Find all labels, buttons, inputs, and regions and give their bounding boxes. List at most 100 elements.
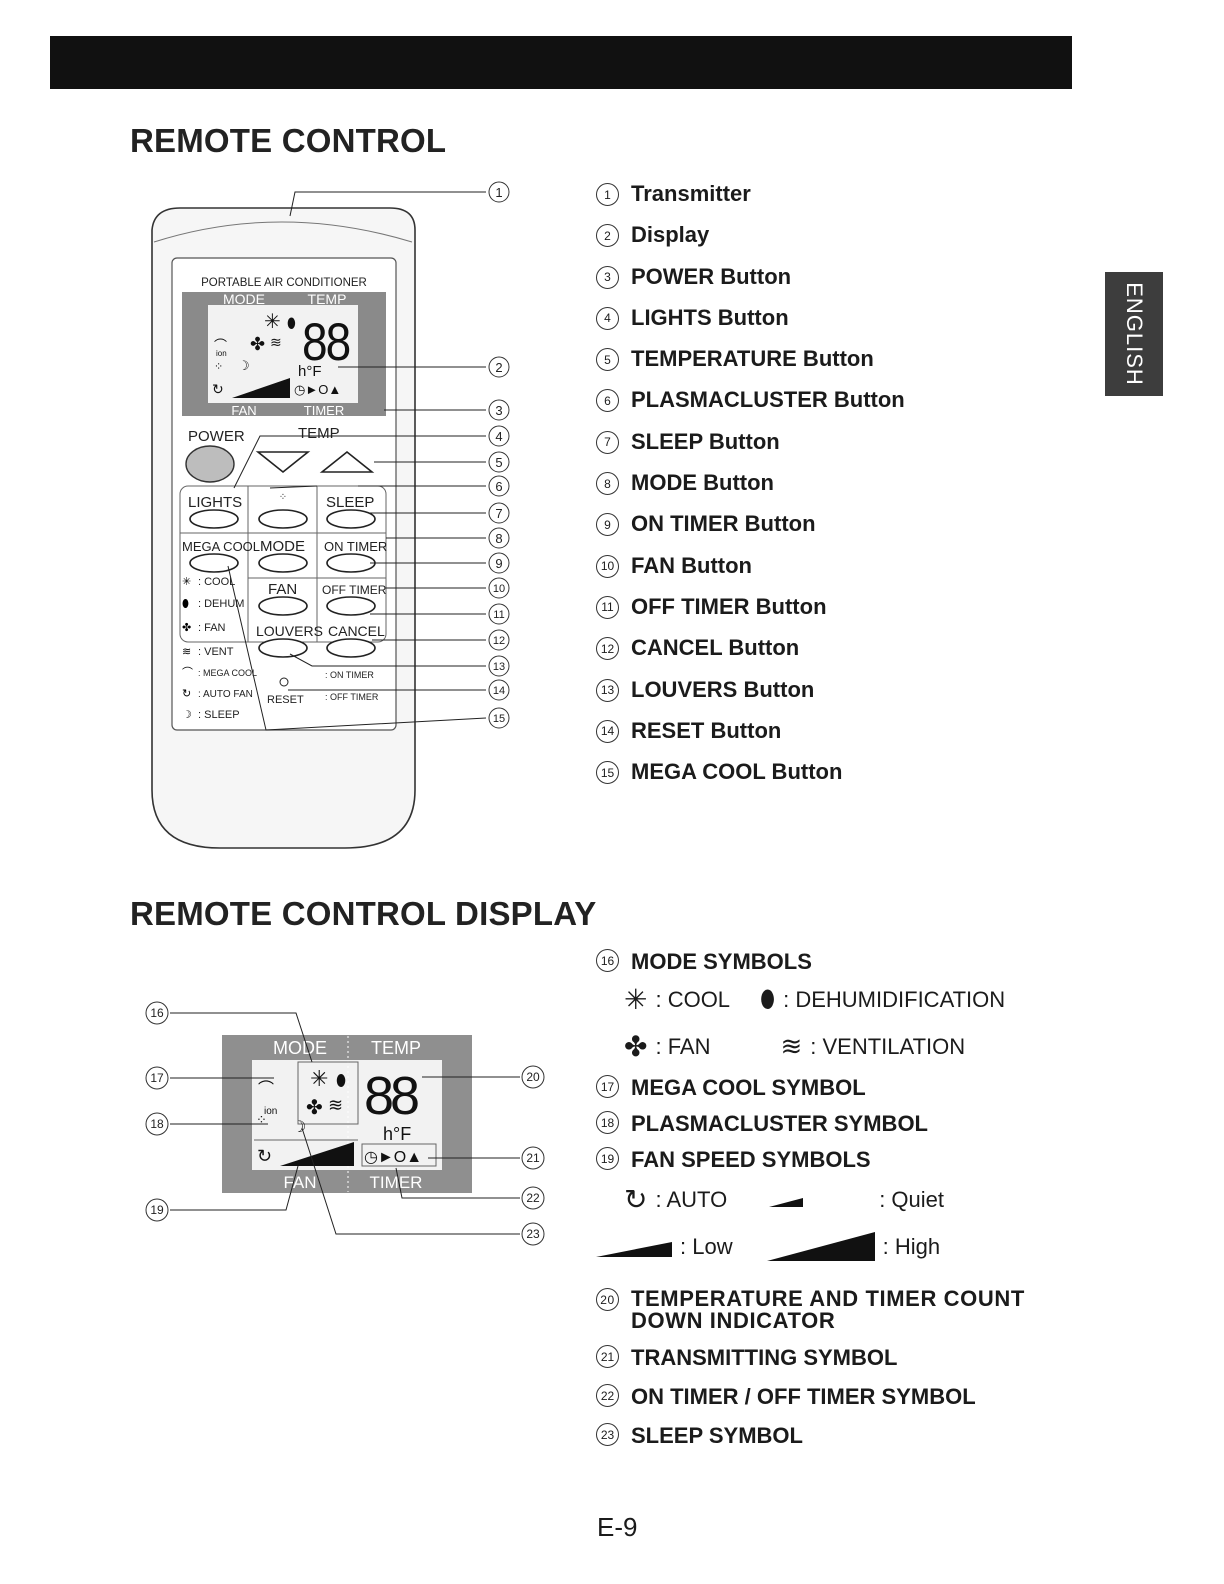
svg-text:: MEGA COOL: : MEGA COOL — [198, 668, 257, 678]
svg-text:88: 88 — [364, 1066, 418, 1126]
svg-text:14: 14 — [493, 685, 505, 697]
svg-text:21: 21 — [526, 1151, 540, 1165]
svg-text:⌒: ⌒ — [214, 338, 227, 353]
snowflake-icon: ✳ — [624, 984, 648, 1015]
cancel-button — [326, 638, 376, 658]
svg-text:h°F: h°F — [383, 1124, 411, 1144]
svg-text:☽: ☽ — [182, 709, 192, 721]
svg-text:⬮: ⬮ — [287, 315, 296, 331]
svg-text:☽: ☽ — [238, 358, 250, 373]
temp-down-button — [255, 451, 311, 474]
svg-text:↻: ↻ — [212, 381, 224, 397]
svg-text:⌒: ⌒ — [258, 1080, 274, 1098]
svg-text:: DEHUM: : DEHUM — [198, 598, 244, 610]
svg-text:: AUTO FAN: : AUTO FAN — [198, 689, 253, 700]
svg-text:3: 3 — [495, 403, 502, 418]
svg-text:4: 4 — [495, 429, 502, 444]
svg-text:↻: ↻ — [257, 1146, 272, 1166]
svg-text:ion: ion — [216, 349, 227, 358]
svg-text:10: 10 — [493, 583, 505, 595]
droplet-icon: ⬮ — [760, 985, 776, 1013]
svg-text:✳: ✳ — [264, 311, 281, 333]
svg-text:TIMER: TIMER — [304, 403, 344, 418]
quiet-speed-icon — [769, 1197, 804, 1207]
svg-text:MEGA COOL: MEGA COOL — [182, 539, 260, 554]
svg-text:15: 15 — [493, 713, 505, 725]
page-number: E-9 — [597, 1512, 638, 1542]
sleep-button — [326, 509, 376, 529]
svg-text:ion: ion — [264, 1106, 277, 1117]
svg-text:2: 2 — [495, 360, 502, 375]
svg-text:11: 11 — [493, 609, 504, 621]
fan-icon: ✤ — [624, 1031, 648, 1062]
svg-text:✳: ✳ — [182, 576, 191, 588]
svg-text:: OFF TIMER: : OFF TIMER — [325, 692, 379, 702]
svg-text:⁘: ⁘ — [214, 361, 223, 373]
high-speed-icon — [766, 1232, 875, 1261]
svg-text:5: 5 — [495, 455, 502, 470]
svg-text:1: 1 — [495, 185, 502, 200]
header-bar — [50, 36, 1072, 89]
remote-header-text: PORTABLE AIR CONDITIONER — [201, 277, 367, 289]
svg-text:13: 13 — [493, 661, 505, 673]
svg-text:: ON TIMER: : ON TIMER — [325, 670, 374, 680]
svg-text:≋: ≋ — [328, 1095, 343, 1115]
svg-text:TIMER: TIMER — [370, 1173, 423, 1192]
mode-symbols-row-2: ✤ : FAN ≋ : VENTILATION — [624, 1031, 966, 1062]
mega-cool-button — [189, 553, 239, 573]
plasmacluster-button — [258, 509, 308, 529]
on-timer-button — [326, 553, 376, 573]
svg-text:8: 8 — [495, 531, 502, 546]
svg-text:19: 19 — [150, 1203, 164, 1217]
svg-text:: SLEEP: : SLEEP — [198, 709, 240, 721]
svg-text:18: 18 — [150, 1117, 164, 1131]
svg-text:FAN: FAN — [283, 1173, 316, 1192]
louvers-button — [258, 638, 308, 658]
svg-text:⁘: ⁘ — [279, 492, 287, 503]
svg-text:TEMP: TEMP — [298, 425, 340, 442]
svg-text:OFF TIMER: OFF TIMER — [322, 583, 387, 597]
svg-text:✤: ✤ — [250, 334, 265, 354]
fan-speed-row-1: ↻ : AUTO : Quiet — [624, 1184, 945, 1215]
svg-text:≋: ≋ — [270, 334, 282, 350]
svg-text:22: 22 — [526, 1191, 540, 1205]
svg-text:RESET: RESET — [267, 694, 304, 706]
svg-text:✤: ✤ — [182, 622, 191, 634]
svg-text:LOUVERS: LOUVERS — [256, 623, 323, 639]
svg-text:⌒: ⌒ — [182, 666, 193, 679]
mode-symbols-row-1: ✳ : COOL ⬮ : DEHUMIDIFICATION — [624, 984, 1006, 1015]
svg-text:ON TIMER: ON TIMER — [324, 539, 387, 554]
lights-button — [189, 509, 239, 529]
svg-text:◷►O▲: ◷►O▲ — [364, 1149, 422, 1166]
svg-text:◷►O▲: ◷►O▲ — [294, 382, 341, 397]
auto-fan-icon: ↻ — [624, 1184, 648, 1215]
temp-up-button — [319, 450, 375, 473]
svg-text:MODE: MODE — [273, 1038, 327, 1058]
svg-text:SLEEP: SLEEP — [326, 494, 374, 511]
svg-text:: FAN: : FAN — [198, 622, 226, 634]
svg-text:12: 12 — [493, 635, 505, 647]
svg-text:6: 6 — [495, 479, 502, 494]
remote-display-diagram: MODE TEMP FAN TIMER ✳ ⬮ ✤ ≋ 88 h°F ⌒ ion… — [145, 1001, 545, 1246]
off-timer-button — [326, 596, 376, 616]
svg-text:✤: ✤ — [306, 1097, 323, 1119]
svg-text:✳: ✳ — [310, 1066, 328, 1091]
